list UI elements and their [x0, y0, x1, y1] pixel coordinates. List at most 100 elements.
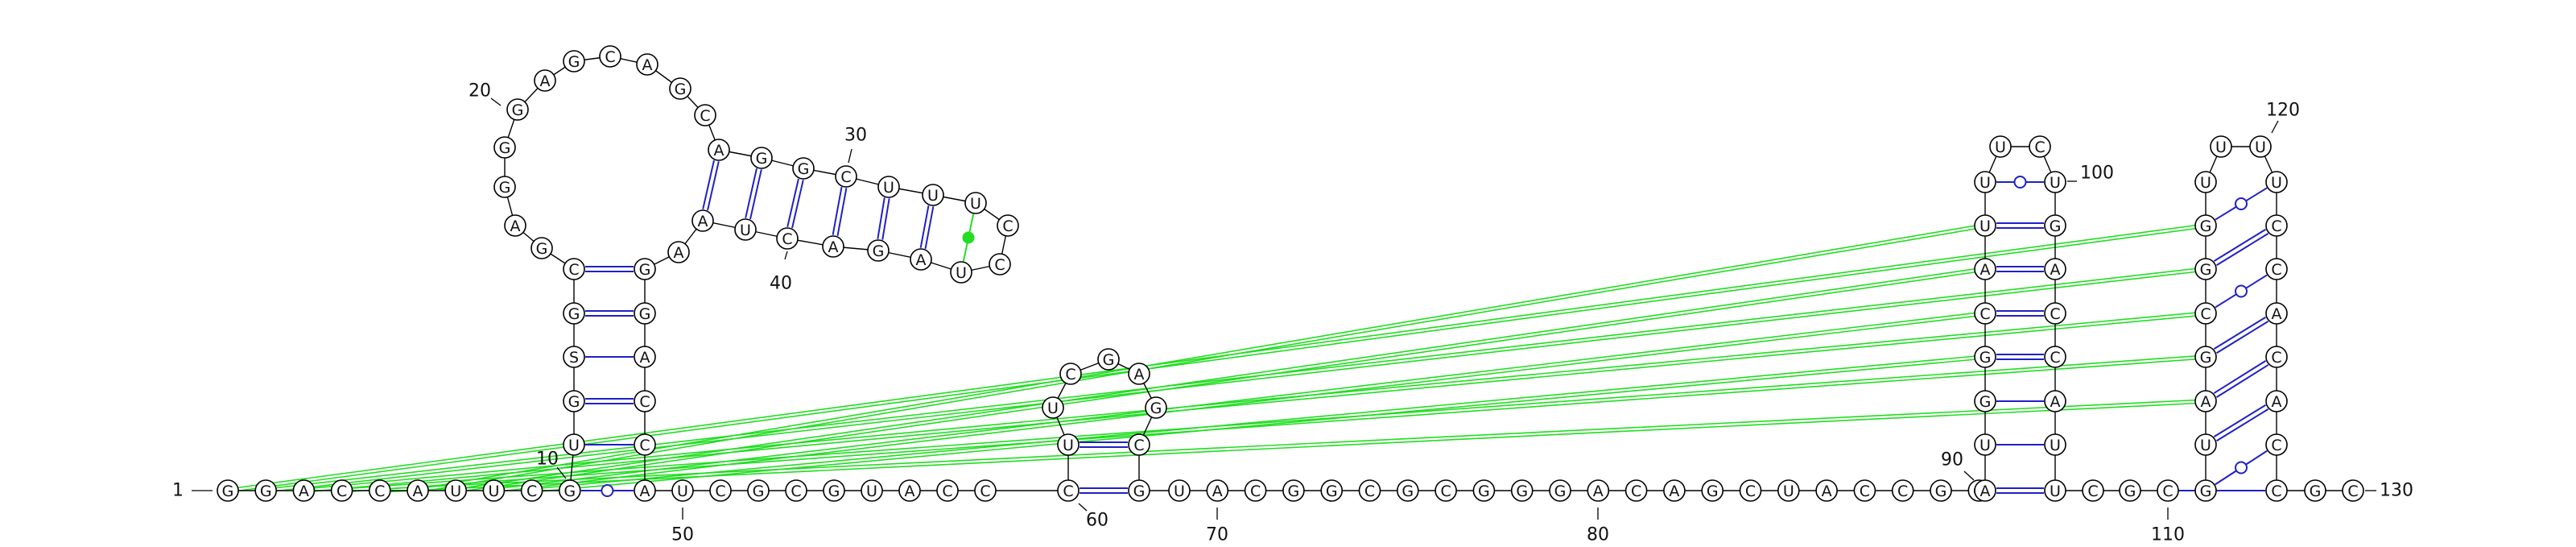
- base-pair-line: [2213, 228, 2267, 262]
- nucleotide-letter: A: [2201, 393, 2211, 411]
- nucleotide-letter: A: [540, 73, 551, 90]
- nucleotide-letter: G: [1402, 483, 1414, 500]
- nucleotide-letter: C: [2050, 349, 2060, 367]
- nucleotide-letter: C: [715, 483, 725, 500]
- nucleotide: A: [2044, 258, 2066, 280]
- nucleotide-letter: U: [866, 483, 877, 500]
- numbering-tick: [1963, 470, 1975, 481]
- nucleotide-circle: [1974, 346, 1996, 368]
- nucleotide-letter: U: [927, 187, 939, 205]
- nucleotide-circle: [634, 258, 656, 280]
- nucleotide-circle: [2194, 171, 2217, 193]
- nucleotide: A: [2265, 302, 2288, 325]
- nucleotide-circle: [1168, 479, 1191, 502]
- nucleotide: G: [634, 302, 656, 325]
- nucleotide-letter: G: [1103, 351, 1115, 369]
- numbering-label: 10: [536, 450, 559, 470]
- nucleotide: A: [910, 248, 932, 271]
- base-pair-line: [2213, 360, 2267, 394]
- numbering-label: 60: [1086, 511, 1108, 531]
- nucleotide-letter: G: [756, 150, 768, 168]
- nucleotide-letter: G: [568, 53, 580, 71]
- nucleotide-circle: [636, 53, 658, 76]
- nucleotide-circle: [989, 253, 1011, 276]
- nucleotide-letter: U: [1174, 483, 1185, 500]
- nucleotide-circle: [2194, 346, 2217, 368]
- nucleotide: G: [2044, 214, 2066, 237]
- nucleotide: G: [563, 50, 585, 73]
- nucleotide: A: [708, 139, 730, 161]
- nucleotide-circle: [1145, 396, 1167, 419]
- nucleotide: U: [563, 433, 585, 456]
- nucleotide-circle: [2265, 433, 2288, 456]
- nucleotide-letter: U: [1979, 437, 1991, 454]
- pseudoknot-pair-line: [493, 314, 1986, 493]
- nucleotide-letter: C: [639, 437, 650, 454]
- nucleotide-circle: [2044, 302, 2066, 325]
- nucleotide: G: [530, 237, 553, 259]
- nucleotide: C: [330, 479, 353, 502]
- nucleotide-circle: [493, 176, 516, 198]
- base-pair-line: [786, 178, 799, 227]
- nucleotide-circle: [2265, 479, 2288, 502]
- nucleotide: U: [2249, 135, 2272, 158]
- wobble-pair-marker: [2235, 284, 2248, 298]
- nucleotide-circle: [1282, 479, 1305, 502]
- nucleotide-letter: U: [970, 195, 981, 213]
- nucleotide: A: [822, 235, 844, 258]
- nucleotide: A: [2194, 390, 2217, 412]
- nucleotide: U: [1057, 433, 1080, 456]
- nucleotide-circle: [1042, 396, 1064, 419]
- nucleotide-letter: C: [791, 483, 801, 500]
- nucleotide-circle: [867, 239, 890, 262]
- nucleotide: U: [671, 479, 694, 502]
- nucleotide-letter: C: [1133, 437, 1144, 454]
- nucleotide-circle: [558, 479, 581, 502]
- nucleotide-letter: C: [2271, 437, 2281, 454]
- nucleotide-circle: [792, 157, 815, 180]
- nucleotide: U: [2044, 433, 2066, 456]
- nucleotide: C: [974, 479, 997, 502]
- nucleotide-circle: [254, 479, 278, 502]
- nucleotide-circle: [1435, 479, 1457, 502]
- nucleotide-letter: A: [698, 213, 708, 230]
- nucleotide-letter: C: [2034, 139, 2045, 156]
- nucleotide: C: [599, 45, 621, 68]
- nucleotide: U: [1974, 214, 1996, 237]
- nucleotide: G: [1974, 390, 1996, 412]
- nucleotide: G: [2194, 346, 2217, 368]
- backbone-layer: [228, 56, 2353, 491]
- nucleotide-letter: U: [2255, 139, 2266, 156]
- nucleotide: G: [1549, 479, 1571, 502]
- nucleotide-letter: G: [1554, 483, 1567, 500]
- nucleotide: G: [1128, 479, 1150, 502]
- nucleotide-circle: [217, 479, 239, 502]
- nucleotide-letter: C: [526, 483, 537, 500]
- nucleotide-circle: [2044, 433, 2066, 456]
- pseudoknot-pair-line: [341, 358, 2207, 493]
- nucleotide-circle: [785, 479, 807, 502]
- nucleotide-circle: [599, 45, 621, 68]
- nucleotide: C: [2265, 258, 2288, 280]
- nucleotide-circle: [750, 147, 773, 169]
- nucleotide-letter: C: [568, 261, 579, 279]
- numbering-label: 110: [2151, 525, 2185, 545]
- numbering-tick: [490, 97, 502, 106]
- nucleotide: A: [634, 346, 656, 368]
- numbering-tick: [2271, 120, 2279, 134]
- nucleotide: U: [964, 192, 987, 214]
- nucleotide-circle: [877, 176, 900, 198]
- nucleotide: G: [1930, 479, 1952, 502]
- nucleotide-circle: [669, 77, 691, 100]
- nucleotide: G: [563, 390, 585, 412]
- nucleotide: G: [493, 176, 516, 198]
- nucleotide: U: [2044, 171, 2066, 193]
- nucleotide-letter: C: [1979, 305, 1990, 323]
- pseudoknot-pair-line: [379, 399, 2207, 490]
- nucleotide: C: [1358, 479, 1381, 502]
- nucleotide: C: [1624, 479, 1648, 502]
- nucleotide-circle: [563, 390, 585, 412]
- nucleotide: G: [1320, 479, 1343, 502]
- nucleotide-letter: A: [1980, 261, 1991, 279]
